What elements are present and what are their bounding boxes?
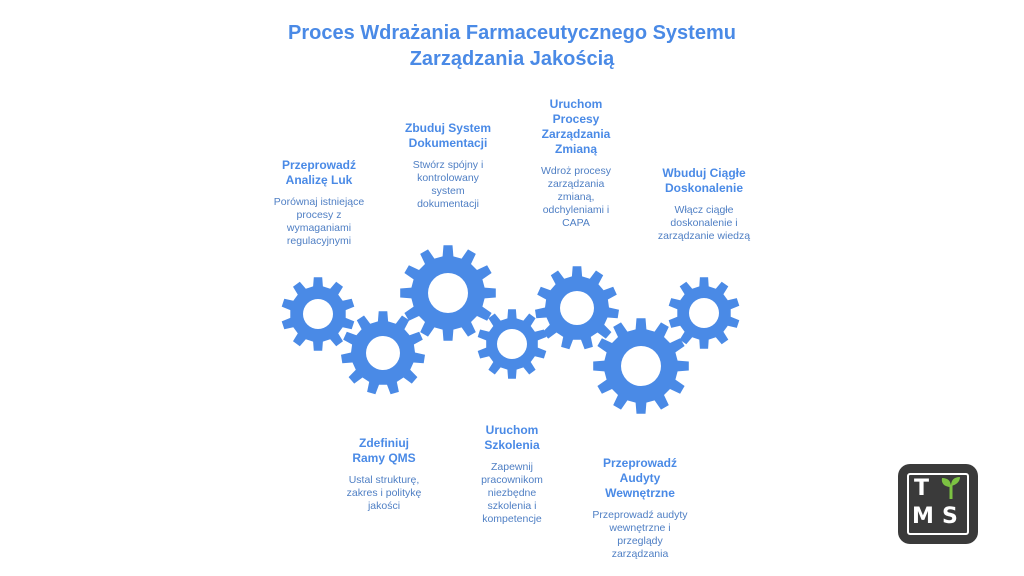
step-description: Porównaj istniejące procesy z wymaganiam…	[273, 196, 365, 247]
gear-hole	[560, 291, 594, 325]
sprout-icon	[941, 477, 960, 499]
gear-icon-4	[477, 309, 547, 379]
gear-icon-5	[535, 266, 619, 350]
gear-hole	[497, 329, 527, 359]
diagram-title-line-1: Proces Wdrażania Farmaceutycznego System…	[288, 22, 736, 44]
step-training: Uruchom Szkolenia Zapewnij pracownikom n…	[470, 423, 554, 526]
step-continuous-improvement: Wbuduj Ciągłe Doskonalenie Włącz ciągłe …	[644, 166, 764, 243]
diagram-title: Proces Wdrażania Farmaceutycznego System…	[212, 20, 812, 72]
step-description: Włącz ciągłe doskonalenie i zarządzanie …	[657, 204, 751, 242]
step-title: Zdefiniuj Ramy QMS	[352, 436, 416, 465]
step-description: Przeprowadź audyty wewnętrzne i przegląd…	[592, 509, 688, 560]
step-documentation-system: Zbuduj System Dokumentacji Stwórz spójny…	[398, 121, 498, 211]
logo-letter-m: M	[912, 504, 934, 529]
diagram-title-line-2: Zarządzania Jakością	[409, 48, 615, 70]
tms-logo: T M S	[898, 464, 978, 544]
logo-frame: T M S	[907, 473, 969, 535]
step-title: Zbuduj System Dokumentacji	[404, 121, 491, 150]
gear-icon-3	[400, 245, 496, 341]
step-title: Przeprowadź Audyty Wewnętrzne	[602, 456, 677, 500]
step-change-management: Uruchom Procesy Zarządzania Zmianą Wdroż…	[532, 97, 620, 230]
step-description: Wdroż procesy zarządzania zmianą, odchyl…	[540, 165, 612, 229]
gear-hole	[303, 299, 333, 329]
logo-letter-t: T	[914, 476, 930, 501]
gear-icon-7	[668, 277, 740, 349]
gear-hole	[621, 346, 661, 386]
gear-icon-1	[281, 277, 355, 351]
gear-hole	[428, 273, 468, 313]
gear-hole	[366, 336, 400, 370]
gear-icon-6	[593, 318, 689, 414]
step-gap-analysis: Przeprowadź Analizę Luk Porównaj istniej…	[264, 158, 374, 248]
step-description: Stwórz spójny i kontrolowany system doku…	[412, 159, 484, 210]
step-title: Wbuduj Ciągłe Doskonalenie	[662, 166, 746, 195]
step-qms-framework: Zdefiniuj Ramy QMS Ustal strukturę, zakr…	[332, 436, 436, 513]
step-description: Zapewnij pracownikom niezbędne szkolenia…	[481, 461, 543, 525]
step-title: Przeprowadź Analizę Luk	[281, 158, 356, 187]
logo-letter-s: S	[942, 504, 958, 529]
step-title: Uruchom Szkolenia	[484, 423, 540, 452]
step-internal-audits: Przeprowadź Audyty Wewnętrzne Przeprowad…	[590, 456, 690, 561]
gear-icon-2	[341, 311, 425, 395]
step-title: Uruchom Procesy Zarządzania Zmianą	[541, 97, 611, 156]
gear-hole	[689, 298, 719, 328]
step-description: Ustal strukturę, zakres i politykę jakoś…	[346, 474, 422, 512]
